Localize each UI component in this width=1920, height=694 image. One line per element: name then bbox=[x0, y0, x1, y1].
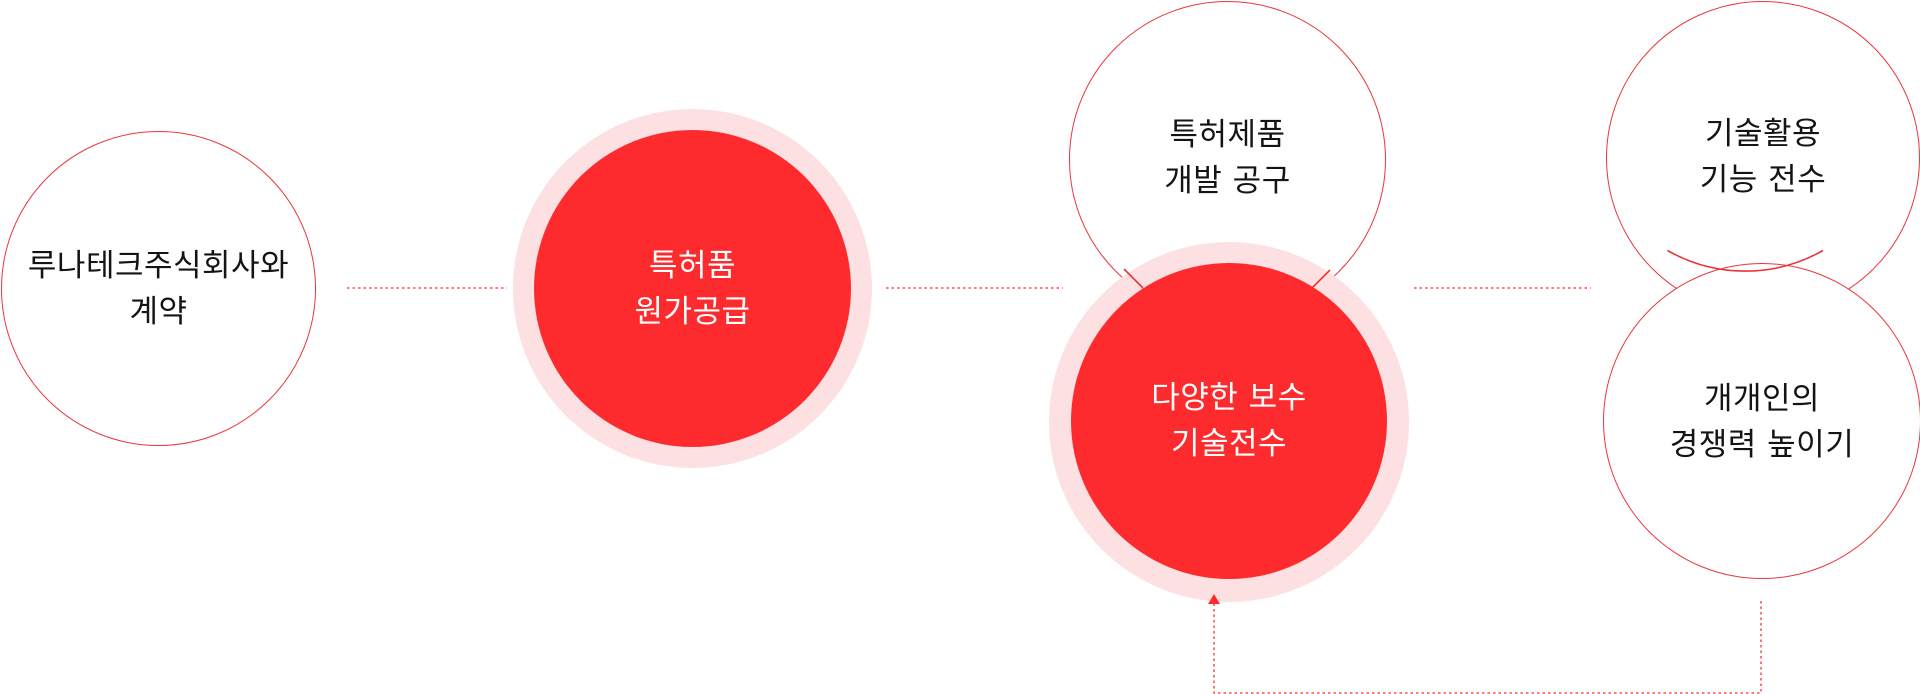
node-tools: 특허제품 개발 공구 bbox=[1069, 1, 1386, 318]
node-transfer-line2: 기술전수 bbox=[1170, 426, 1288, 462]
node-function-line1: 기술활용 bbox=[1704, 116, 1822, 152]
node-supply: 특허품 원가공급 bbox=[534, 130, 851, 447]
node-competitiveness: 개개인의 경쟁력 높이기 bbox=[1603, 263, 1920, 579]
node-function-line2: 기능 전수 bbox=[1699, 162, 1827, 198]
node-supply-line1: 특허품 bbox=[648, 247, 737, 284]
node-supply-line2: 원가공급 bbox=[634, 293, 751, 330]
node-transfer-label: 다양한 보수 기술전수 bbox=[1151, 375, 1306, 467]
node-transfer: 다양한 보수 기술전수 bbox=[1071, 263, 1387, 579]
node-tools-label: 특허제품 개발 공구 bbox=[1164, 112, 1290, 204]
node-function-label: 기술활용 기능 전수 bbox=[1700, 111, 1826, 203]
node-transfer-line1: 다양한 보수 bbox=[1151, 380, 1307, 416]
node-supply-label: 특허품 원가공급 bbox=[634, 243, 750, 335]
feedback-connector bbox=[1213, 601, 1762, 694]
node-contract: 루나테크주식회사와 계약 bbox=[1, 131, 316, 446]
node-tools-line1: 특허제품 bbox=[1169, 116, 1286, 153]
node-contract-label: 루나테크주식회사와 계약 bbox=[28, 243, 289, 335]
node-competitiveness-label: 개개인의 경쟁력 높이기 bbox=[1670, 376, 1854, 468]
node-competitiveness-line1: 개개인의 bbox=[1703, 381, 1821, 417]
node-tools-line2: 개발 공구 bbox=[1164, 162, 1291, 199]
node-function: 기술활용 기능 전수 bbox=[1606, 1, 1920, 315]
node-contract-line1: 루나테크주식회사와 bbox=[27, 247, 290, 284]
node-contract-line2: 계약 bbox=[129, 293, 188, 330]
node-competitiveness-line2: 경쟁력 높이기 bbox=[1669, 427, 1855, 463]
